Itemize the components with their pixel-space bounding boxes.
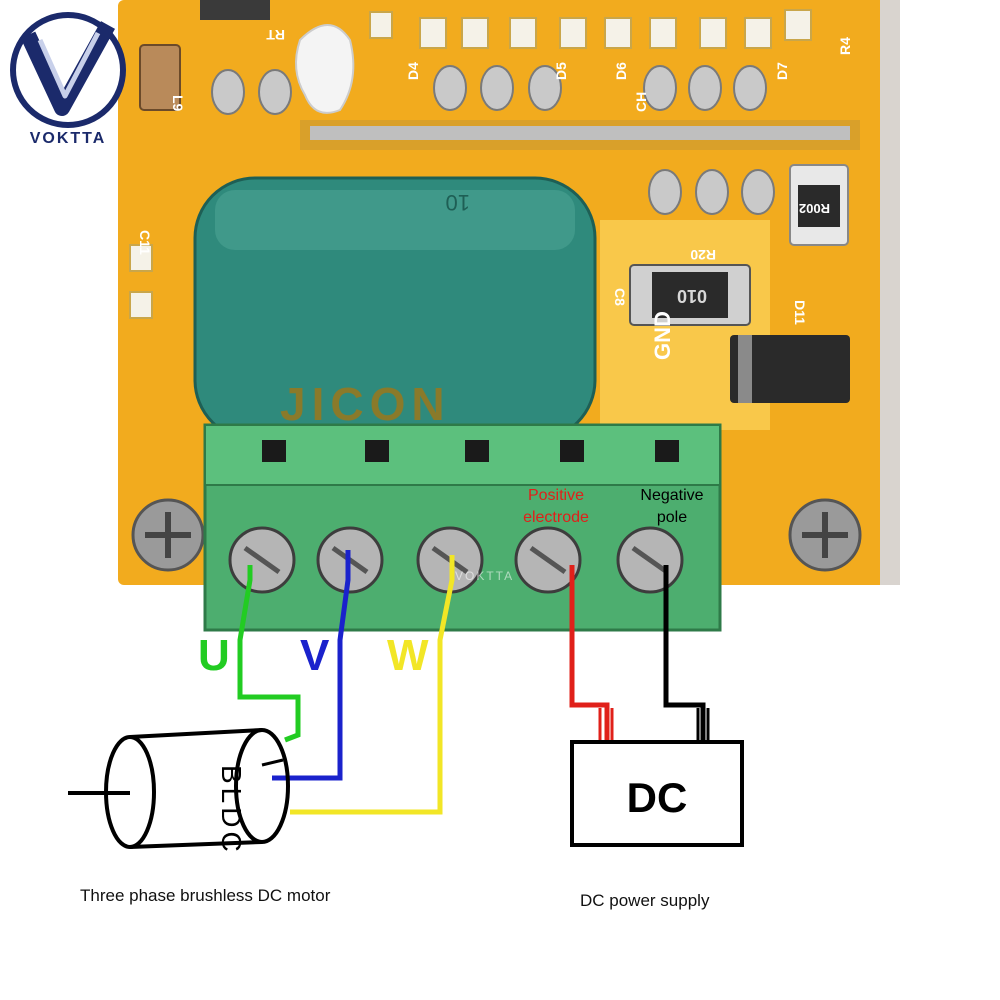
silk-rt: RT — [266, 27, 285, 43]
silk-c11: C11 — [137, 230, 153, 255]
electrolytic-capacitor: JICON 10 — [193, 176, 597, 442]
pcb-metal-strip — [310, 126, 850, 140]
capacitor-brand: JICON — [280, 378, 451, 430]
silk-d4: D4 — [405, 62, 421, 80]
power-supply-caption: DC power supply — [580, 891, 710, 910]
positive-label-line2: electrode — [523, 509, 589, 526]
silk-d7: D7 — [774, 62, 790, 80]
pcb-edge — [880, 0, 900, 585]
wire-w — [290, 555, 455, 815]
mounting-screw-right — [788, 498, 862, 572]
phase-label-u: U — [198, 631, 230, 680]
silk-d11: D11 — [792, 300, 808, 325]
wire-v — [272, 550, 351, 781]
terminal-block — [203, 423, 722, 632]
silk-ch: CH — [633, 92, 649, 112]
capacitor-rating: 10 — [446, 190, 470, 215]
mounting-screw-left — [131, 498, 205, 572]
negative-label-line1: Negative — [640, 487, 703, 504]
phase-label-w: W — [387, 631, 429, 680]
logo-v-icon — [20, 21, 115, 116]
motor-label: BLDC — [216, 765, 247, 856]
positive-label-line1: Positive — [528, 487, 584, 504]
resistor-r002-body — [798, 185, 840, 227]
inductor-l9 — [139, 44, 181, 111]
wire-positive — [569, 565, 610, 740]
bldc-motor — [68, 728, 290, 849]
wires — [237, 550, 706, 815]
wire-u — [237, 565, 301, 743]
diode-d11-band — [738, 335, 752, 403]
phase-label-v: V — [300, 631, 330, 680]
silk-r4: R4 — [837, 37, 853, 55]
motor-bottom-edge — [129, 840, 263, 849]
resistor-code: 010 — [677, 286, 707, 306]
brand-logo: VOKTTA — [10, 12, 126, 147]
silk-r002: R002 — [799, 201, 830, 216]
dc-label: DC — [627, 774, 688, 821]
diode-d11 — [730, 335, 850, 403]
resistor-r20-body — [652, 272, 728, 318]
svg-text:BLDC: BLDC — [216, 765, 247, 856]
motor-back-face — [234, 728, 290, 844]
silk-model: ZS-X11F-1 — [55, 290, 77, 387]
silk-d5: D5 — [553, 62, 569, 80]
silk-l9: L9 — [170, 95, 186, 112]
silk-gnd: GND — [650, 311, 675, 360]
watermark-text: VOKTTA — [455, 569, 514, 583]
silk-c8: C8 — [612, 288, 628, 306]
thermal-paste — [295, 24, 355, 114]
dc-power-supply: DC — [570, 740, 744, 847]
silk-d6: D6 — [613, 62, 629, 80]
silk-r20: R20 — [690, 247, 716, 263]
motor-top-edge — [129, 728, 263, 739]
chip-top — [200, 0, 270, 20]
negative-label-line2: pole — [657, 509, 687, 526]
pcb-top-pads — [129, 9, 812, 319]
pcb-solder-joints — [211, 65, 775, 215]
logo-brand-name: VOKTTA — [30, 130, 107, 147]
wire-negative — [663, 565, 706, 742]
motor-caption: Three phase brushless DC motor — [80, 886, 331, 905]
